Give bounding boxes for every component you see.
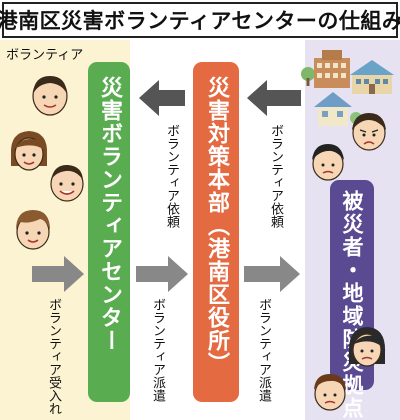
victim-person-icon: [314, 374, 346, 411]
flow-label-dispatch-hq: ボランティア派遣: [256, 298, 271, 402]
flow-label-line: ボランティア: [256, 298, 271, 376]
hq-office: （港南区役所）: [204, 214, 229, 375]
page-title: 港南区災害ボランティアセンターの仕組み: [0, 9, 400, 33]
volunteer-group-label: ボランティア: [6, 48, 84, 63]
flow-label-dispatch-center: ボランティア派遣: [150, 298, 165, 402]
building-icon: [301, 50, 394, 126]
disaster-hq-box: 災害対策本部（港南区役所）: [193, 62, 239, 402]
volunteer-center-box: 災害ボランティアセンター: [88, 62, 130, 402]
flow-label-request-center: ボランティア依頼: [164, 124, 179, 228]
flow-label-line: 派遣: [150, 376, 165, 402]
arrow-left-icon: [247, 80, 301, 116]
volunteer-person-icon: [32, 76, 68, 116]
flow-label-line: 派遣: [256, 376, 271, 402]
arrow-right-icon: [136, 256, 188, 292]
title-bar: 港南区災害ボランティアセンターの仕組み: [0, 2, 400, 38]
flow-label-line: ボランティア: [268, 124, 283, 202]
flow-label-line: ボランティア: [150, 298, 165, 376]
arrow-left-icon: [139, 80, 185, 116]
arrow-right-icon: [32, 256, 84, 292]
flow-label-line: ボランティア: [46, 298, 61, 376]
disaster-hq-label: 災害対策本部（港南区役所）: [200, 62, 232, 402]
volunteer-center-label: 災害ボランティアセンター: [97, 76, 122, 352]
flow-label-line: 依頼: [268, 202, 283, 228]
volunteer-person-icon: [10, 131, 48, 171]
flow-label-accept: ボランティア受入れ: [46, 298, 61, 415]
flow-label-line: 依頼: [164, 202, 179, 228]
volunteer-person-icon: [50, 164, 84, 202]
victim-person-icon: [352, 113, 386, 151]
victim-person-icon: [348, 327, 386, 367]
volunteer-person-icon: [16, 210, 50, 250]
flow-label-line: ボランティア: [164, 124, 179, 202]
victim-person-icon: [312, 144, 344, 181]
arrow-right-icon: [244, 256, 300, 292]
flow-label-request-hq: ボランティア依頼: [268, 124, 283, 228]
flow-label-line: 受入れ: [46, 376, 61, 415]
hq-name: 災害対策本部: [204, 76, 229, 214]
